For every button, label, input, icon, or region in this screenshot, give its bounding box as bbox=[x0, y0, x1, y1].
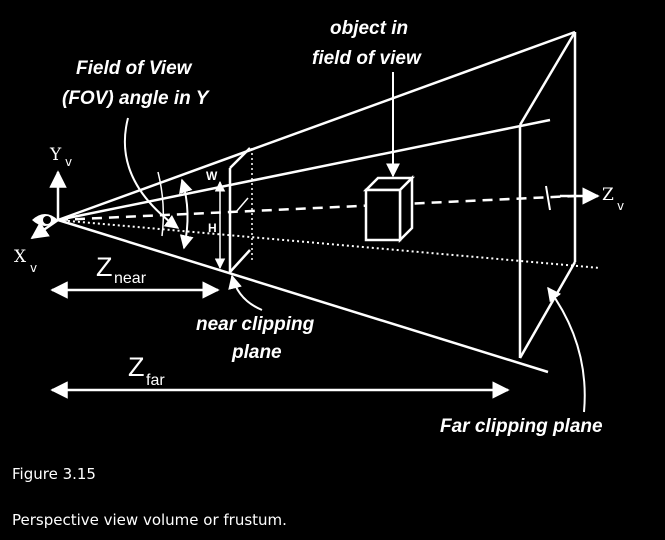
far-plane-label: Far clipping plane bbox=[440, 416, 603, 437]
frustum-back-top bbox=[518, 31, 577, 126]
frustum-edges bbox=[57, 30, 577, 374]
object-label-line2: field of view bbox=[312, 48, 422, 69]
view-axes bbox=[30, 170, 600, 240]
frustum-bottom-edge bbox=[57, 218, 549, 374]
fov-label-line1: Field of View bbox=[76, 58, 193, 79]
axis-y-subscript: v bbox=[65, 155, 72, 169]
frustum-far-bottom bbox=[518, 261, 577, 359]
axis-z-subscript: v bbox=[617, 199, 624, 213]
axis-z-label: Z bbox=[602, 185, 614, 205]
near-plane-width-label: W bbox=[206, 169, 218, 183]
pointer-arrows bbox=[123, 72, 586, 413]
object-label-line1: object in bbox=[330, 18, 408, 39]
znear-label: Z bbox=[96, 252, 113, 282]
axis-x-subscript: v bbox=[30, 261, 37, 275]
frustum-top-edge bbox=[57, 30, 576, 222]
far-plane-axis-tick bbox=[545, 185, 551, 211]
axis-y-label: Y bbox=[49, 145, 62, 165]
figure-number: Figure 3.15 bbox=[12, 465, 96, 483]
near-pointer bbox=[228, 274, 263, 311]
fov-pointer bbox=[123, 117, 180, 229]
distance-arrows bbox=[50, 281, 510, 399]
near-clipping-plane bbox=[214, 147, 251, 273]
far-pointer bbox=[547, 286, 586, 413]
view-axis-dashed bbox=[57, 194, 576, 222]
near-plane-height-label: H bbox=[208, 221, 217, 235]
frustum-hidden-lines bbox=[57, 148, 601, 269]
znear-subscript: near bbox=[114, 270, 147, 287]
fov-angle-arc bbox=[157, 171, 194, 250]
x-axis-arrow bbox=[30, 218, 59, 240]
zfar-subscript: far bbox=[146, 372, 165, 389]
axis-x-label: X bbox=[14, 247, 27, 267]
frustum-upper-edge bbox=[57, 118, 551, 222]
fov-label-line2: (FOV) angle in Y bbox=[62, 88, 211, 109]
near-plane-label-line2: plane bbox=[231, 342, 282, 363]
near-plane-label-line1: near clipping bbox=[196, 314, 315, 335]
object-cube bbox=[362, 174, 416, 244]
lower-dotted-edge bbox=[57, 219, 601, 269]
zfar-label: Z bbox=[128, 352, 145, 382]
figure-description: Perspective view volume or frustum. bbox=[12, 511, 287, 529]
